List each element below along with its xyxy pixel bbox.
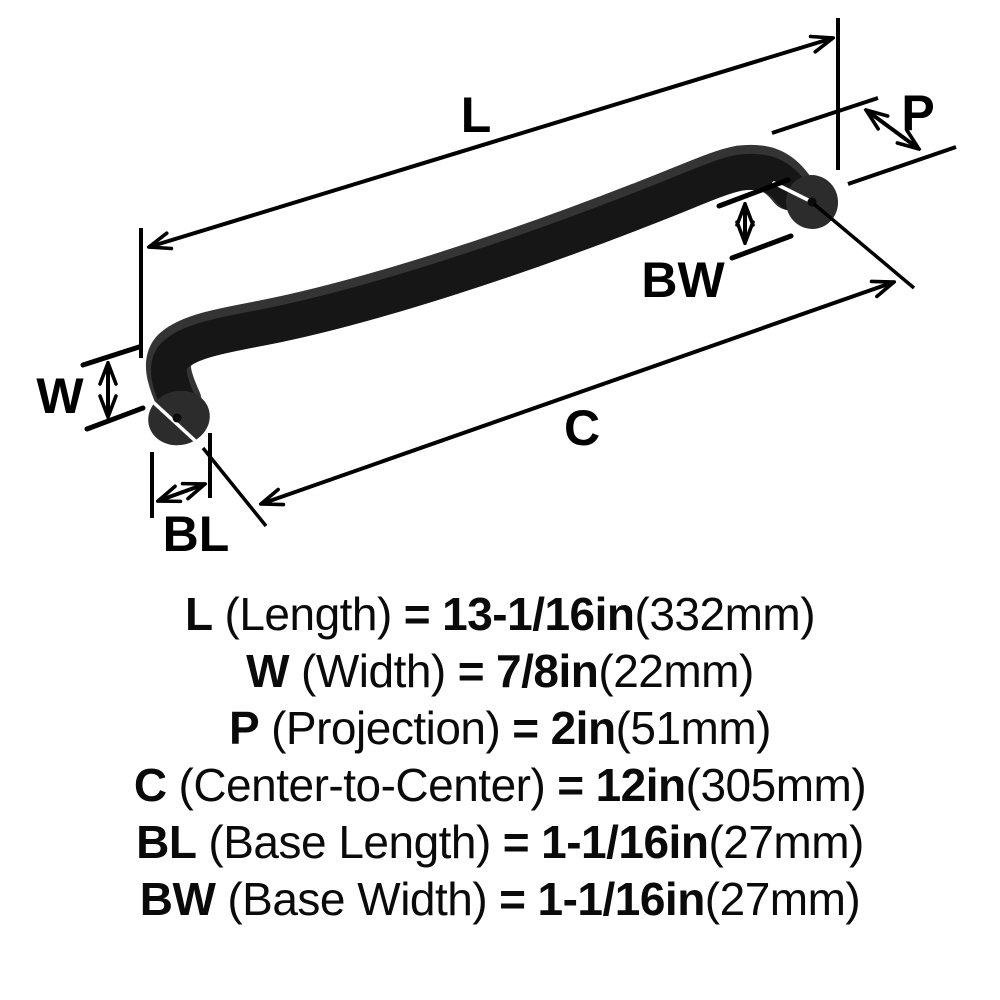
spec-metric: (51mm) [615, 702, 772, 754]
spec-equals: = [502, 816, 530, 868]
spec-value: 1-1/16in [541, 816, 709, 868]
spec-row-base-length: BL(Base Length)=1-1/16in(27mm) [0, 814, 1000, 871]
spec-abbr: BW [139, 873, 216, 925]
C-extension-line-right [812, 202, 916, 290]
dimension-BL: BL [150, 433, 230, 562]
spec-equals: = [457, 645, 485, 697]
W-label: W [36, 368, 84, 424]
spec-equals: = [512, 702, 539, 754]
L-label: L [461, 87, 492, 143]
BW-label: BW [641, 252, 725, 308]
spec-metric: (22mm) [598, 645, 754, 697]
spec-row-projection: P(Projection)=2in(51mm) [0, 700, 1000, 757]
BL-dimension-arrow [158, 484, 205, 501]
spec-equals: = [557, 759, 584, 811]
BW-tick-bottom [729, 233, 794, 261]
spec-value: 2in [550, 702, 616, 754]
spec-row-width: W(Width)=7/8in(22mm) [0, 643, 1000, 700]
cabinet-pull-handle [145, 144, 839, 449]
spec-abbr: C [133, 759, 167, 811]
dimension-P: P [771, 85, 957, 186]
spec-name: (Base Width) [227, 873, 488, 925]
spec-equals: = [499, 873, 526, 925]
dimension-C: C [201, 202, 916, 528]
spec-value: 7/8in [496, 645, 599, 697]
spec-metric: (332mm) [634, 588, 816, 640]
spec-abbr: P [228, 702, 260, 754]
BL-label: BL [163, 506, 230, 562]
spec-row-length: L(Length)=13-1/16in(332mm) [0, 586, 1000, 643]
figure-svg: L W P BW C [36, 18, 957, 562]
P-dimension-arrow [866, 110, 919, 149]
spec-abbr: L [184, 588, 213, 640]
C-label: C [564, 400, 600, 456]
spec-equals: = [403, 588, 431, 640]
spec-metric: (27mm) [708, 816, 864, 868]
spec-value: 1-1/16in [537, 873, 705, 925]
left-rosette-highlight-line [151, 400, 204, 449]
spec-abbr: W [246, 645, 290, 697]
spec-abbr: BL [136, 816, 197, 868]
spec-value: 12in [595, 759, 687, 811]
P-extension-line-lower [847, 145, 957, 186]
P-extension-line-upper [771, 96, 879, 135]
spec-metric: (305mm) [685, 759, 867, 811]
left-screw-hole [172, 413, 182, 423]
C-dimension-line [261, 282, 894, 504]
spec-name: (Width) [301, 645, 446, 697]
W-tick-bottom [84, 405, 146, 432]
spec-value: 13-1/16in [442, 588, 635, 640]
L-dimension-line [149, 38, 833, 247]
spec-name: (Base Length) [208, 816, 491, 868]
C-extension-line-left [201, 446, 268, 528]
dimension-L: L [139, 18, 840, 358]
dimension-W: W [36, 344, 146, 432]
P-label: P [901, 85, 934, 141]
W-tick-top [80, 344, 142, 368]
spec-name: (Projection) [271, 702, 501, 754]
spec-metric: (27mm) [704, 873, 861, 925]
spec-name: (Center-to-Center) [178, 759, 546, 811]
spec-row-base-width: BW(Base Width)=1-1/16in(27mm) [0, 871, 1000, 928]
BW-tick-top [716, 177, 791, 209]
spec-list: L(Length)=13-1/16in(332mm) W(Width)=7/8i… [0, 578, 1000, 928]
spec-row-center-to-center: C(Center-to-Center)=12in(305mm) [0, 757, 1000, 814]
spec-name: (Length) [224, 588, 393, 640]
